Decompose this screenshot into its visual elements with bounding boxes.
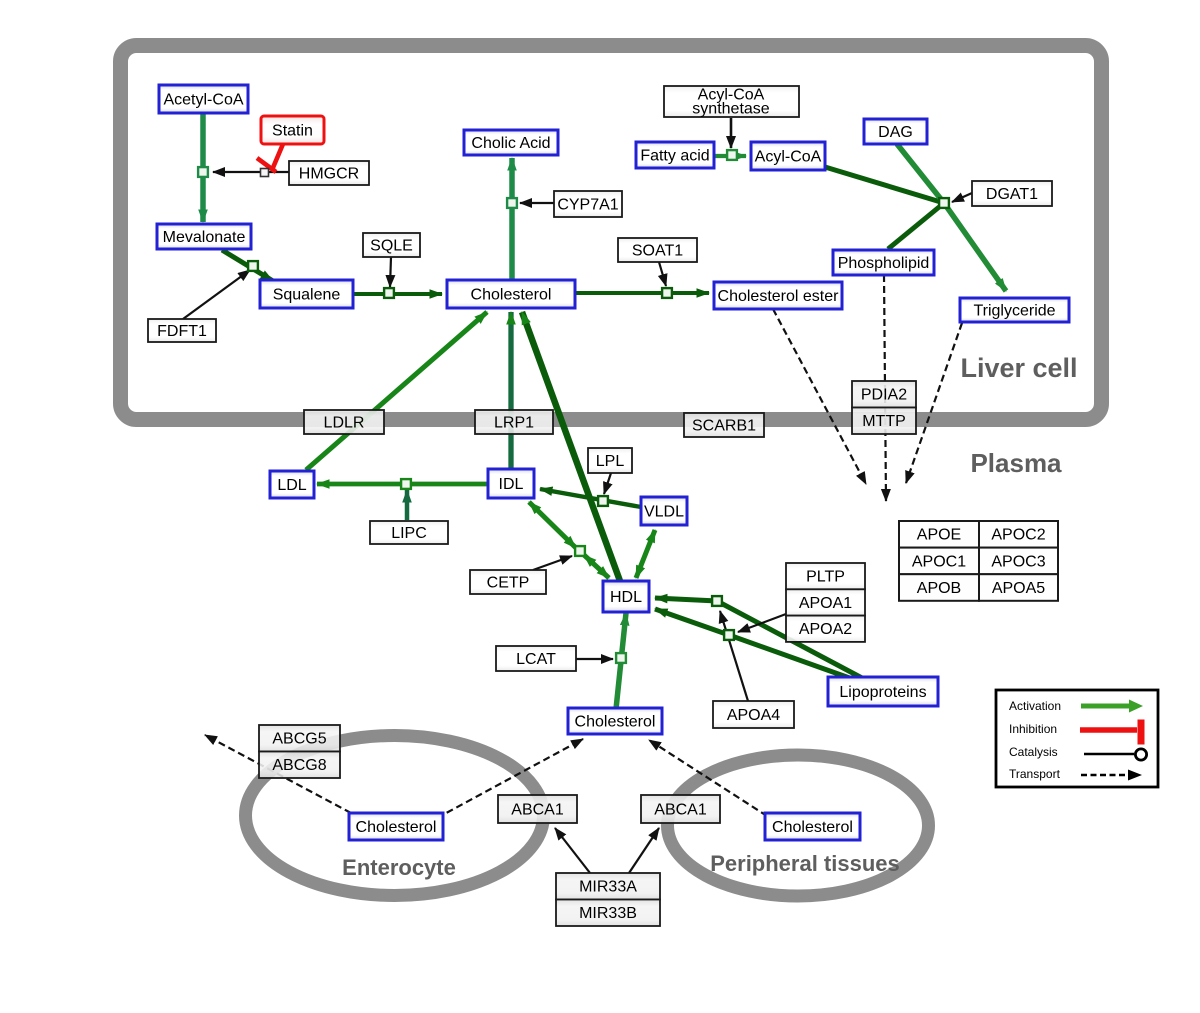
svg-text:LRP1: LRP1 [494, 414, 534, 431]
svg-text:ABCG8: ABCG8 [272, 757, 326, 774]
svg-text:Acyl-CoA: Acyl-CoA [698, 87, 765, 104]
svg-text:LPL: LPL [596, 453, 625, 470]
svg-text:PLTP: PLTP [806, 569, 845, 586]
svg-text:MIR33A: MIR33A [579, 879, 637, 896]
svg-text:Lipoproteins: Lipoproteins [839, 684, 926, 701]
svg-text:APOA5: APOA5 [992, 580, 1045, 597]
svg-text:SQLE: SQLE [370, 237, 413, 254]
svg-text:Fatty acid: Fatty acid [640, 147, 709, 164]
svg-text:CYP7A1: CYP7A1 [557, 196, 618, 213]
svg-text:LDL: LDL [277, 477, 306, 494]
svg-text:DGAT1: DGAT1 [986, 186, 1038, 203]
svg-text:APOC3: APOC3 [991, 553, 1045, 570]
svg-text:Cholesterol: Cholesterol [356, 819, 437, 836]
svg-text:Plasma: Plasma [970, 448, 1062, 478]
svg-text:Statin: Statin [272, 122, 313, 139]
svg-text:SOAT1: SOAT1 [632, 242, 683, 259]
svg-text:MIR33B: MIR33B [579, 905, 637, 922]
svg-text:Phospholipid: Phospholipid [838, 255, 930, 272]
svg-text:Cholesterol: Cholesterol [471, 286, 552, 303]
svg-text:APOA4: APOA4 [727, 707, 780, 724]
svg-text:ABCA1: ABCA1 [654, 801, 707, 818]
svg-text:Acetyl-CoA: Acetyl-CoA [163, 91, 243, 108]
svg-text:MTTP: MTTP [862, 413, 906, 430]
svg-text:APOB: APOB [917, 580, 961, 597]
svg-text:Transport: Transport [1009, 767, 1061, 781]
svg-text:Mevalonate: Mevalonate [163, 229, 246, 246]
svg-text:ABCA1: ABCA1 [511, 801, 564, 818]
svg-text:Catalysis: Catalysis [1009, 745, 1058, 759]
svg-text:Cholesterol: Cholesterol [772, 819, 853, 836]
svg-text:IDL: IDL [499, 476, 524, 493]
svg-text:VLDL: VLDL [644, 503, 684, 520]
svg-text:LCAT: LCAT [516, 651, 556, 668]
svg-text:Peripheral tissues: Peripheral tissues [710, 851, 900, 876]
svg-text:DAG: DAG [878, 124, 913, 141]
svg-text:Inhibition: Inhibition [1009, 722, 1057, 736]
svg-text:HMGCR: HMGCR [299, 165, 359, 182]
svg-text:ABCG5: ABCG5 [272, 731, 326, 748]
svg-text:CETP: CETP [487, 574, 530, 591]
svg-text:HDL: HDL [610, 589, 642, 606]
svg-text:PDIA2: PDIA2 [861, 387, 907, 404]
svg-text:LDLR: LDLR [324, 414, 365, 431]
svg-text:Acyl-CoA: Acyl-CoA [755, 148, 822, 165]
svg-text:Activation: Activation [1009, 699, 1061, 713]
svg-text:Enterocyte: Enterocyte [342, 855, 456, 880]
svg-text:FDFT1: FDFT1 [157, 323, 207, 340]
svg-text:Cholesterol: Cholesterol [575, 713, 656, 730]
svg-text:Liver cell: Liver cell [960, 353, 1077, 383]
svg-text:APOC1: APOC1 [912, 553, 966, 570]
svg-text:LIPC: LIPC [391, 525, 427, 542]
svg-text:synthetase: synthetase [692, 101, 769, 118]
svg-text:APOA1: APOA1 [799, 595, 852, 612]
svg-text:APOC2: APOC2 [991, 527, 1045, 544]
svg-text:APOE: APOE [917, 527, 961, 544]
svg-text:Cholic Acid: Cholic Acid [471, 135, 550, 152]
svg-text:Triglyceride: Triglyceride [973, 302, 1055, 319]
svg-text:Squalene: Squalene [273, 286, 341, 303]
svg-text:Cholesterol ester: Cholesterol ester [718, 288, 840, 305]
svg-text:SCARB1: SCARB1 [692, 417, 756, 434]
svg-text:APOA2: APOA2 [799, 621, 852, 638]
